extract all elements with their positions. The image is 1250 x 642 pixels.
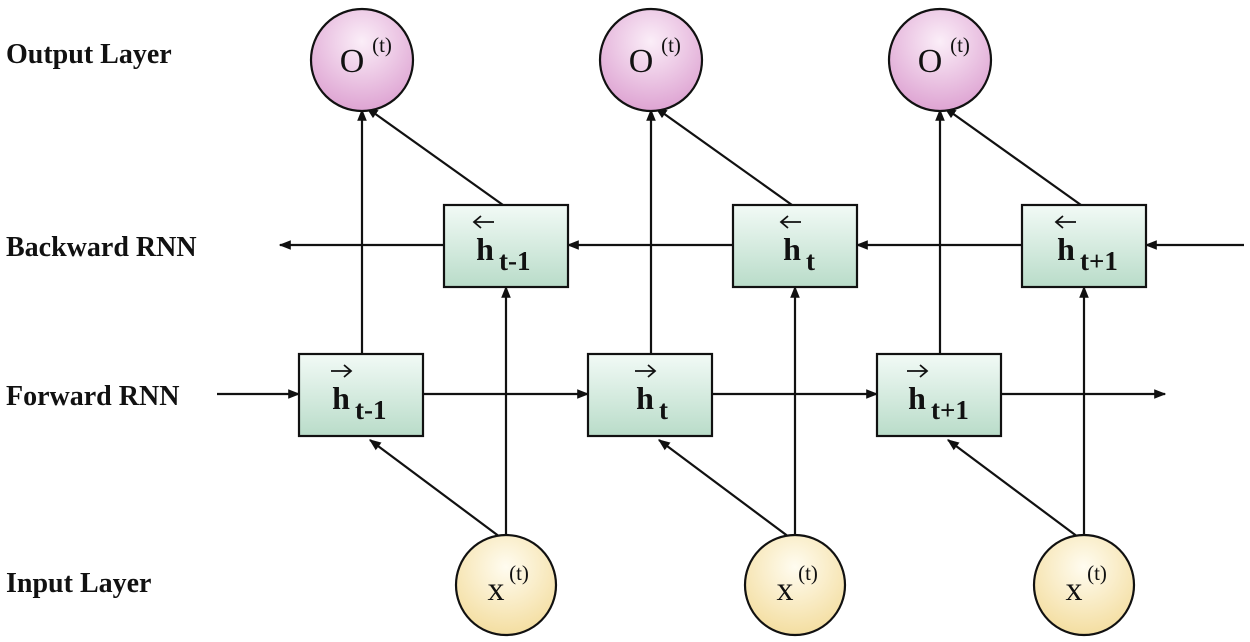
cell-symbol: h [636, 380, 654, 416]
cell-symbol: h [908, 380, 926, 416]
cell-symbol: h [1057, 231, 1075, 267]
backward-to-output-arrow [944, 107, 1082, 206]
left-arrow-icon [1054, 215, 1076, 229]
left-arrow-icon [472, 215, 494, 229]
cell-symbol: h [476, 231, 494, 267]
backward-to-output-arrow [655, 107, 793, 206]
forward-cell: h t-1 [297, 352, 425, 438]
cell-subscript: t-1 [355, 395, 386, 425]
forward-rnn-label: Forward RNN [6, 381, 179, 412]
cell-subscript: t+1 [931, 395, 969, 425]
output-node: O (t) [887, 7, 993, 113]
output-node-superscript: (t) [661, 33, 681, 57]
input-node-symbol: x [488, 571, 505, 608]
output-node: O (t) [598, 7, 704, 113]
cell-subscript: t [659, 395, 668, 425]
backward-to-output-arrow [366, 107, 504, 206]
input-node-superscript: (t) [1087, 561, 1107, 585]
output-node-superscript: (t) [372, 33, 392, 57]
input-layer-label: Input Layer [6, 568, 151, 599]
output-node-symbol: O [918, 43, 943, 80]
input-node: x (t) [1032, 533, 1136, 637]
backward-cell: h t+1 [1020, 203, 1148, 289]
left-arrow-icon [779, 215, 801, 229]
input-node-symbol: x [777, 571, 794, 608]
right-arrow-icon [635, 364, 657, 378]
right-arrow-icon [907, 364, 929, 378]
backward-cell: h t-1 [442, 203, 570, 289]
cell-subscript: t+1 [1080, 246, 1118, 276]
input-node-symbol: x [1066, 571, 1083, 608]
input-to-forward-arrow [658, 439, 790, 538]
input-to-forward-arrow [369, 439, 501, 538]
cell-subscript: t-1 [499, 246, 530, 276]
input-to-forward-arrow [947, 439, 1079, 538]
backward-rnn-label: Backward RNN [6, 232, 197, 263]
connection-edges [217, 107, 1244, 538]
cell-subscript: t [806, 246, 815, 276]
output-node-superscript: (t) [950, 33, 970, 57]
output-node: O (t) [309, 7, 415, 113]
backward-cell: h t [731, 203, 859, 289]
right-arrow-icon [331, 364, 353, 378]
forward-cell: h t+1 [875, 352, 1003, 438]
cell-symbol: h [332, 380, 350, 416]
input-node-superscript: (t) [798, 561, 818, 585]
forward-cell: h t [586, 352, 714, 438]
cell-symbol: h [783, 231, 801, 267]
output-node-symbol: O [340, 43, 365, 80]
input-node: x (t) [743, 533, 847, 637]
output-node-symbol: O [629, 43, 654, 80]
output-layer-label: Output Layer [6, 39, 172, 70]
input-node: x (t) [454, 533, 558, 637]
input-node-superscript: (t) [509, 561, 529, 585]
